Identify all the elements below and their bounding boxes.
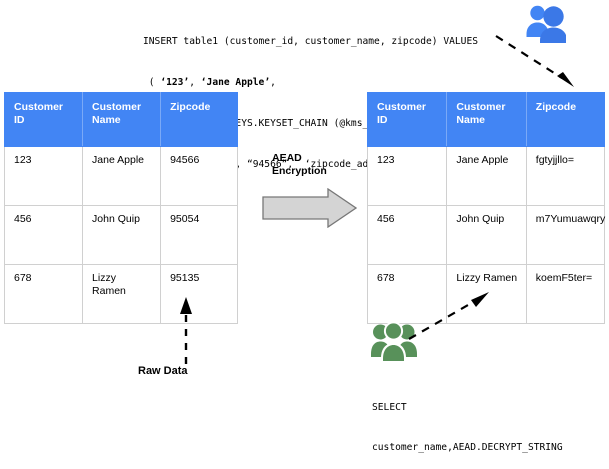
cell-customer-name: John Quip — [82, 205, 162, 265]
column-header-customer-id: Customer ID — [366, 92, 448, 147]
raw-data-table: Customer ID Customer Name Zipcode 123 Ja… — [3, 92, 238, 324]
column-header-zipcode: Zipcode — [160, 92, 238, 147]
raw-data-caption: Raw Data — [138, 365, 188, 377]
cell-customer-id: 456 — [3, 205, 84, 265]
cell-zipcode: 94566 — [160, 146, 238, 206]
table-row: 123 Jane Apple fgtyjjllo= — [366, 146, 606, 206]
cell-zipcode: 95054 — [160, 205, 238, 265]
users-group-icon-blue — [526, 5, 566, 43]
table-row: 678 Lizzy Ramen koemF5ter= — [366, 264, 606, 324]
dashed-arrow-up-raw-data — [180, 297, 192, 364]
table-header-row: Customer ID Customer Name Zipcode — [3, 92, 238, 147]
insert-line2-prefix: ( — [143, 76, 161, 88]
right-block-arrow-icon — [262, 188, 357, 228]
insert-line2-suffix: , — [270, 76, 276, 88]
column-header-zipcode: Zipcode — [525, 92, 606, 147]
cell-customer-name: Jane Apple — [446, 146, 527, 206]
dashed-arrow-insert-to-table — [495, 35, 574, 87]
insert-sql-line-2: ( ‘123’, ‘Jane Apple’, — [143, 76, 478, 90]
encrypted-data-table: Customer ID Customer Name Zipcode 123 Ja… — [366, 92, 606, 324]
cell-customer-name: John Quip — [446, 205, 527, 265]
table-row: 678 Lizzy Ramen 95135 — [3, 264, 238, 324]
select-sql-line-2: customer_name,AEAD.DECRYPT_STRING — [372, 442, 563, 454]
cell-customer-id: 123 — [3, 146, 84, 206]
aead-encryption-label: AEAD Encryption — [272, 152, 327, 177]
insert-literal-customer-id: ‘123’ — [160, 76, 190, 88]
table-header-row: Customer ID Customer Name Zipcode — [366, 92, 606, 147]
cell-customer-id: 678 — [3, 264, 84, 324]
users-group-icon-green — [371, 321, 417, 363]
table-row: 123 Jane Apple 94566 — [3, 146, 238, 206]
cell-customer-name: Jane Apple — [82, 146, 162, 206]
dashed-arrow-select-to-table — [408, 292, 489, 340]
table-row: 456 John Quip 95054 — [3, 205, 238, 265]
cell-customer-id: 456 — [366, 205, 448, 265]
cell-customer-name: Lizzy Ramen — [82, 264, 162, 324]
select-sql-text: SELECT customer_name,AEAD.DECRYPT_STRING… — [372, 375, 563, 469]
insert-line2-mid: , — [189, 76, 201, 88]
insert-literal-customer-name: ‘Jane Apple’ — [200, 76, 271, 88]
cell-zipcode-encrypted: koemF5ter= — [525, 264, 606, 324]
cell-customer-id: 123 — [366, 146, 448, 206]
cell-customer-name: Lizzy Ramen — [446, 264, 527, 324]
cell-zipcode-encrypted: fgtyjjllo= — [525, 146, 606, 206]
cell-zipcode: 95135 — [160, 264, 238, 324]
table-row: 456 John Quip m7Yumuawqry — [366, 205, 605, 265]
select-sql-line-1: SELECT — [372, 402, 407, 414]
column-header-customer-name: Customer Name — [446, 92, 527, 147]
column-header-customer-name: Customer Name — [82, 92, 162, 147]
column-header-customer-id: Customer ID — [3, 92, 84, 147]
cell-zipcode-encrypted: m7Yumuawqry — [525, 205, 605, 265]
insert-sql-line-1: INSERT table1 (customer_id, customer_nam… — [143, 36, 479, 48]
cell-customer-id: 678 — [366, 264, 448, 324]
